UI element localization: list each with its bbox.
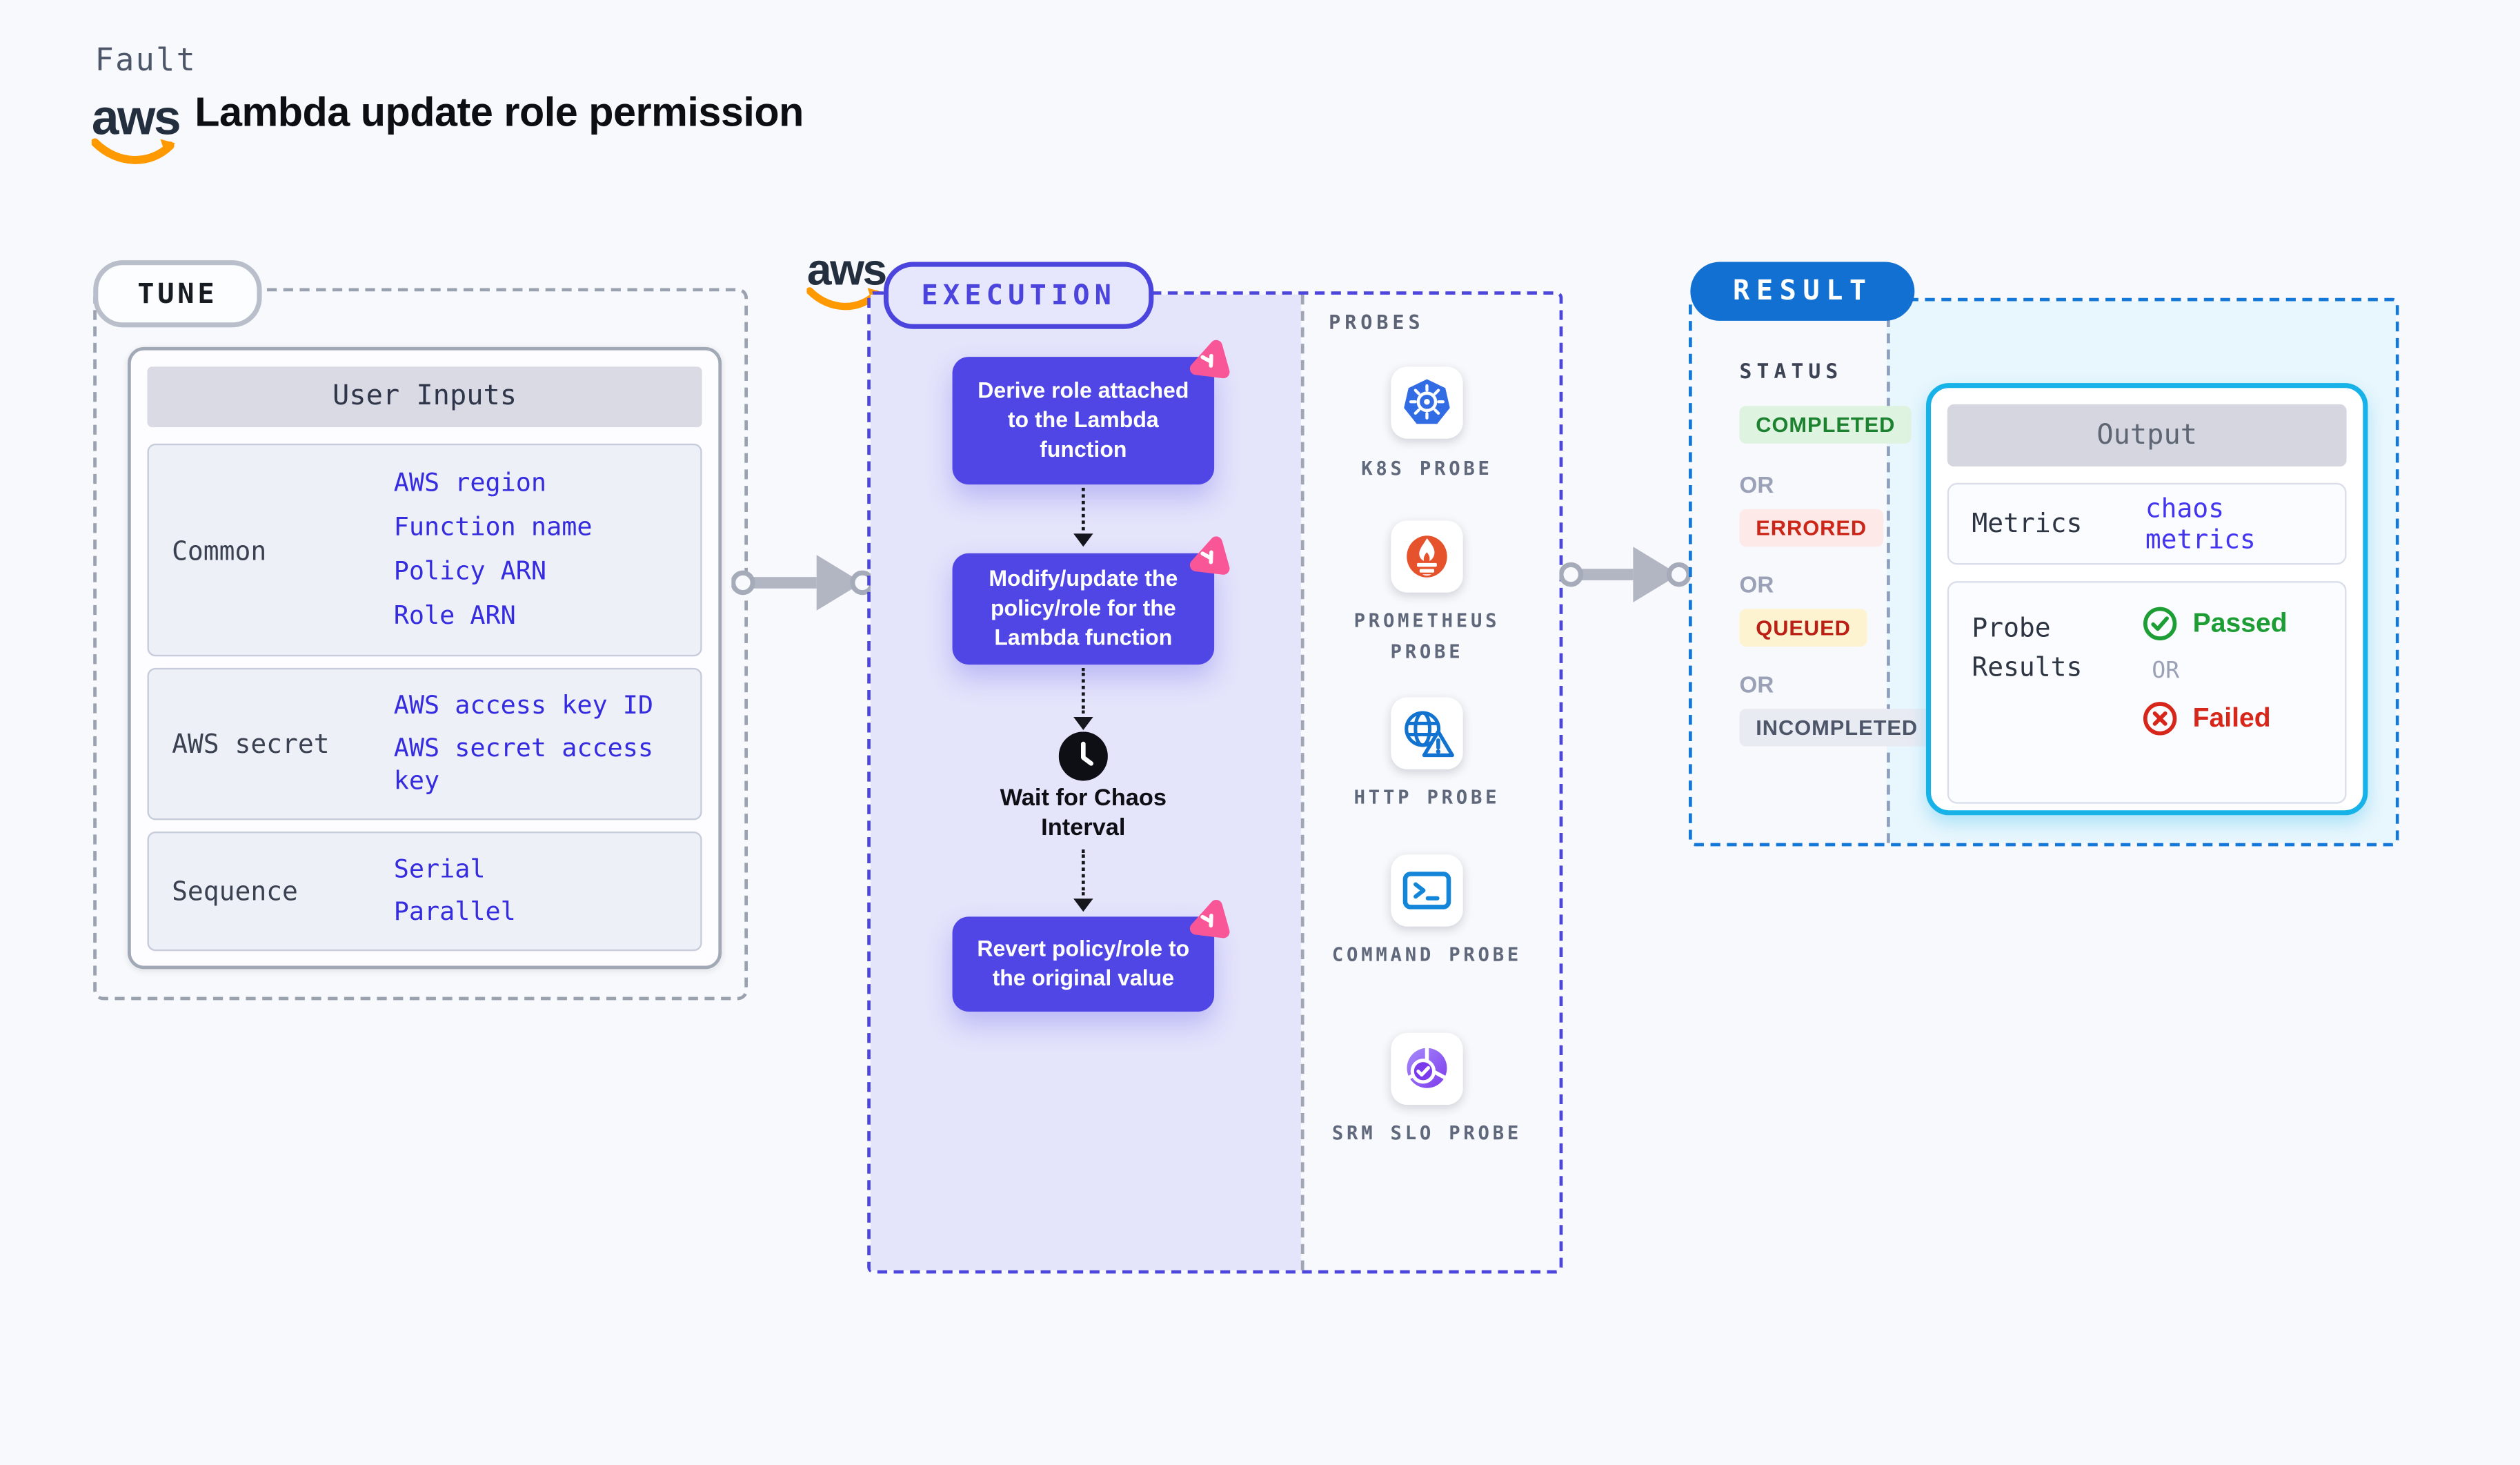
metrics-label: Metrics [1972,507,2083,539]
status-or: OR [1739,471,1774,498]
connector-line [1081,487,1085,531]
connector-line [1081,667,1085,714]
chaos-metrics-link[interactable]: chaos metrics [2145,493,2256,555]
link-aws-access-key-id[interactable]: AWS access key ID [393,690,654,720]
failed-line: Failed [2142,700,2288,736]
group-label: Sequence [172,876,298,907]
group-links: Serial Parallel [394,843,677,940]
check-circle-icon [2143,607,2177,640]
user-inputs-group-sequence: Sequence Serial Parallel [147,832,702,952]
probe-results-label: Probe Results [1972,612,2083,683]
arrow-execution-to-result [1559,547,1691,602]
status-or: OR [1739,571,1774,598]
step-derive-role: Derive role attached to the Lambda funct… [952,340,1230,485]
link-aws-secret-access-key[interactable]: AWS secret access key [393,734,654,796]
link-serial[interactable]: Serial [393,854,486,884]
probe-tile-srm-slo [1391,1032,1463,1105]
status-badge-errored: ERRORED [1739,509,1883,547]
result-badge: RESULT [1690,262,1916,321]
connector-arrowhead [1073,898,1093,912]
link-role-arn[interactable]: Role ARN [393,600,516,630]
probe-label-srm-slo: SRM SLO PROBE [1331,1121,1522,1145]
probe-outcomes: Passed OR Failed [2142,582,2288,736]
link-parallel[interactable]: Parallel [393,896,516,927]
tune-section [93,288,748,1001]
chaos-experiment-icon [1189,340,1230,379]
chaos-experiment-icon [1189,536,1230,575]
terminal-icon [1402,872,1451,910]
probe-tile-command [1391,854,1463,927]
tune-badge: TUNE [93,260,262,328]
user-inputs-title: User Inputs [147,366,702,428]
step-label: Derive role attached to the Lambda funct… [978,378,1189,462]
link-function-name[interactable]: Function name [393,511,593,542]
step-label: Modify/update the policy/role for the La… [989,567,1178,650]
metrics-row: Metrics chaos metrics [1947,482,2347,565]
step-modify-policy: Modify/update the policy/role for the La… [952,536,1230,665]
execution-badge: EXECUTION [883,262,1154,329]
kubernetes-icon [1404,379,1450,424]
status-badge-incompleted: INCOMPLETED [1739,709,1934,747]
output-title: Output [1947,404,2347,467]
group-links: AWS region Function name Policy ARN Role… [394,455,677,645]
passed-label: Passed [2192,608,2288,638]
probes-title: PROBES [1329,311,1425,334]
chaos-experiment-icon [1189,899,1230,938]
probe-label-prometheus: PROMETHEUS PROBE [1353,609,1500,663]
x-circle-icon [2143,702,2177,736]
fault-eyebrow: Fault [95,42,197,79]
probe-label-command: COMMAND PROBE [1331,943,1522,966]
status-title: STATUS [1739,358,1843,384]
http-globe-warning-icon [1405,711,1454,758]
output-card: Output Metrics chaos metrics Probe Resul… [1925,383,2368,816]
probe-label-http: HTTP PROBE [1353,785,1500,809]
probe-results-row: Probe Results Passed OR Failed [1947,581,2347,804]
connector-arrowhead [1073,533,1093,547]
aws-logo-text: aws [91,91,181,146]
execution-probes-divider [1300,294,1304,1270]
group-links: AWS access key ID AWS secret access key [394,679,677,808]
probe-tile-k8s [1391,366,1463,439]
passed-line: Passed [2142,606,2288,642]
clock-icon [1058,731,1108,781]
status-badge-completed: COMPLETED [1739,406,1912,444]
probe-tile-http [1391,697,1463,769]
status-badge-queued: QUEUED [1739,609,1867,647]
group-label: Common [172,534,267,566]
connector-arrowhead [1073,716,1093,730]
link-policy-arn[interactable]: Policy ARN [393,556,547,586]
group-label: AWS secret [172,728,330,760]
wait-for-chaos-interval-label: Wait for Chaos Interval [1000,785,1167,842]
outcome-or: OR [2152,658,2180,685]
arrow-tune-to-execution [731,555,875,611]
connector-line [1081,849,1085,896]
aws-smile-icon [91,138,175,164]
user-inputs-card: User Inputs Common AWS region Function n… [128,346,722,970]
prometheus-icon [1407,535,1447,578]
user-inputs-group-aws-secret: AWS secret AWS access key ID AWS secret … [147,667,702,820]
aws-logo: aws [91,91,181,164]
probe-label-k8s: K8S PROBE [1361,456,1493,480]
link-aws-region[interactable]: AWS region [393,467,547,498]
status-or: OR [1739,671,1774,698]
srm-slo-pie-check-icon [1406,1046,1448,1088]
aws-logo-text: aws [806,245,887,295]
failed-label: Failed [2192,702,2271,733]
result-divider [1887,301,1890,843]
user-inputs-group-common: Common AWS region Function name Policy A… [147,443,702,657]
step-label: Revert policy/role to the original value [977,936,1190,991]
probe-tile-prometheus [1391,520,1463,593]
step-revert-policy: Revert policy/role to the original value [952,899,1230,1012]
page-title: Lambda update role permission [195,90,804,136]
